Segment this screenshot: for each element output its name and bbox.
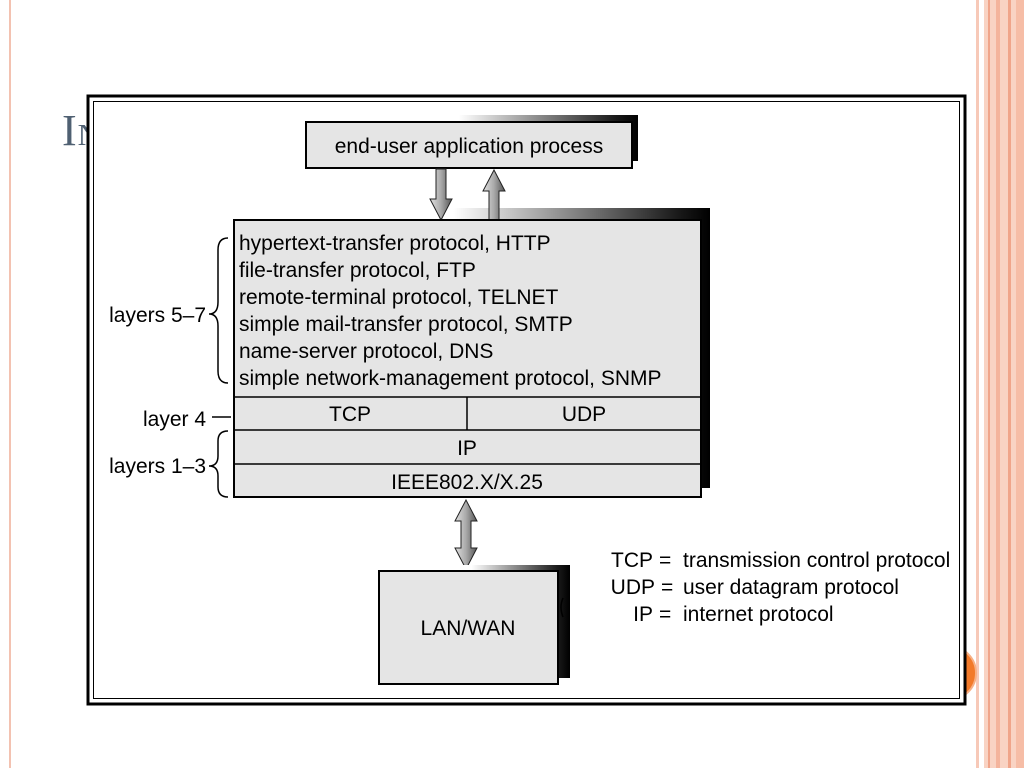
protocol-snmp: simple network-management protocol, SNMP — [239, 367, 662, 390]
legend-abbr-tcp: TCP — [611, 549, 653, 572]
legend-equals: = — [661, 576, 673, 599]
brace-layers-5-7 — [208, 237, 229, 384]
legend: TCP = transmission control protocol UDP … — [611, 549, 951, 626]
left-border-stripe — [9, 0, 11, 768]
label-layers-1-3: layers 1–3 — [109, 455, 206, 478]
legend-def-tcp: transmission control protocol — [683, 549, 950, 572]
legend-equals: = — [659, 603, 671, 626]
label-layers-5-7: layers 5–7 — [109, 304, 206, 327]
protocol-telnet: remote-terminal protocol, TELNET — [239, 286, 559, 309]
protocol-smtp: simple mail-transfer protocol, SMTP — [239, 313, 573, 336]
label-layer-4: layer 4 — [143, 408, 206, 431]
box-edge-mark — [560, 597, 564, 618]
down-arrow — [429, 168, 453, 222]
transport-udp: UDP — [562, 403, 606, 426]
right-border-stripes — [976, 0, 1024, 768]
protocol-ftp: file-transfer protocol, FTP — [239, 259, 476, 282]
legend-equals: = — [659, 549, 671, 572]
protocol-http: hypertext-transfer protocol, HTTP — [239, 232, 551, 255]
link-ieee802: IEEE802.X/X.25 — [391, 471, 543, 494]
application-box-label: end-user application process — [335, 135, 604, 158]
legend-def-ip: internet protocol — [683, 603, 834, 626]
protocol-dns: name-server protocol, DNS — [239, 340, 493, 363]
protocol-stack-box: hypertext-transfer protocol, HTTP file-t… — [233, 219, 702, 498]
transport-tcp: TCP — [329, 403, 371, 426]
application-process-box: end-user application process — [305, 115, 638, 169]
legend-def-udp: user datagram protocol — [683, 576, 899, 599]
lan-wan-label: LAN/WAN — [421, 617, 516, 640]
lan-wan-box: LAN/WAN — [378, 565, 570, 685]
legend-abbr-ip: IP — [633, 603, 653, 626]
brace-layers-1-3 — [208, 430, 229, 498]
network-ip: IP — [457, 437, 477, 460]
legend-abbr-udp: UDP — [611, 576, 655, 599]
